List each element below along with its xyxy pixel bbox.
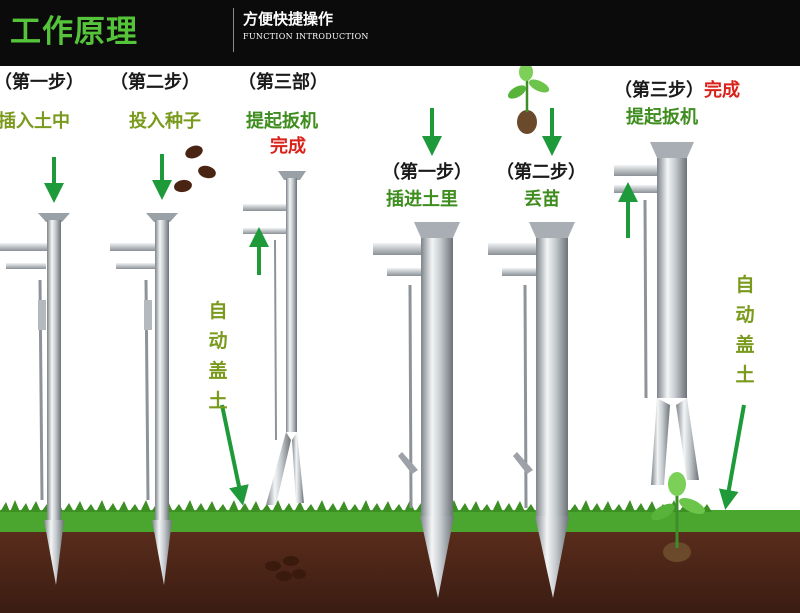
right-step3-status: 完成 (704, 80, 740, 101)
left-step3-action: 提起扳机 (246, 111, 318, 132)
header-divider (233, 8, 234, 52)
right-step3-action: 提起扳机 (626, 107, 698, 128)
soil (0, 528, 800, 613)
planter-tool-4 (373, 222, 460, 598)
left-step3-status: 完成 (270, 136, 306, 157)
planted-seeds (265, 556, 306, 581)
planter-tool-2 (110, 213, 178, 585)
left-step1-label: （第一步） (0, 72, 84, 93)
right-step2-label: （第二步） (496, 162, 586, 183)
right-step3-label: （第三步） (614, 80, 704, 101)
right-step3-heading: （第三步）完成 (614, 81, 740, 101)
arrow-diag-right (718, 404, 746, 510)
planted-seedling (651, 472, 705, 562)
left-step1-action: 插入土中 (0, 111, 70, 132)
arrow-diag-left (220, 404, 249, 506)
grass (0, 510, 800, 532)
planter-tool-5 (488, 222, 575, 598)
right-step1-action: 插进土里 (386, 189, 458, 210)
falling-seedling (507, 63, 550, 134)
right-auto-cover-label: 自动盖土 (735, 274, 755, 386)
planter-tool-1 (0, 213, 70, 585)
left-auto-cover-label: 自动盖土 (208, 300, 228, 412)
left-step2-label: （第二步） (110, 72, 200, 93)
header-bar: 工作原理 方便快捷操作 FUNCTION INTRODUCTION (0, 0, 800, 66)
planter-tool-6 (614, 142, 699, 485)
page-title: 工作原理 (10, 14, 138, 50)
left-step3-label: （第三部） (238, 72, 328, 93)
left-step2-action: 投入种子 (129, 111, 201, 132)
header-subtitle-en: FUNCTION INTRODUCTION (243, 32, 369, 41)
right-step1-label: （第一步） (382, 162, 472, 183)
planter-tool-3 (243, 171, 306, 505)
right-step2-action: 丢苗 (524, 189, 560, 210)
header-subtitle: 方便快捷操作 (243, 10, 334, 28)
falling-seeds (174, 145, 216, 193)
